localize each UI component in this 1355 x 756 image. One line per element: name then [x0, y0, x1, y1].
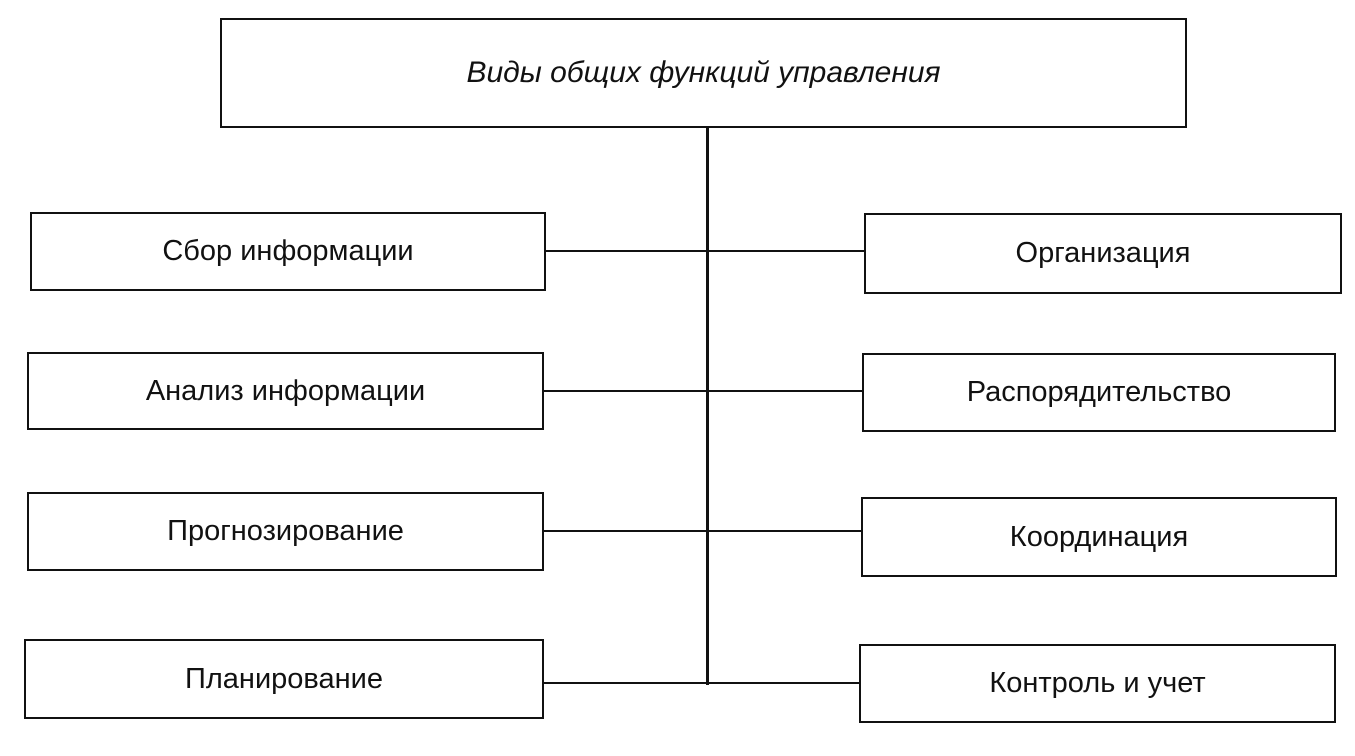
node-left-4-label: Планирование: [185, 662, 383, 695]
node-left-2: Анализ информации: [27, 352, 544, 430]
node-right-3: Координация: [861, 497, 1337, 577]
connector-right-3: [707, 530, 862, 532]
trunk-line-vertical: [706, 128, 709, 685]
node-right-2: Распорядительство: [862, 353, 1336, 432]
node-right-2-label: Распорядительство: [966, 376, 1232, 408]
node-right-3-label: Координация: [1009, 520, 1189, 553]
connector-right-1: [707, 250, 865, 252]
connector-left-1: [545, 250, 707, 252]
node-left-3: Прогнозирование: [27, 492, 544, 571]
node-right-4-label: Контроль и учет: [989, 667, 1206, 699]
root-node-label: Виды общих функций управления: [466, 56, 941, 89]
connector-left-3: [543, 530, 707, 532]
connector-left-2: [543, 390, 707, 392]
root-node: Виды общих функций управления: [220, 18, 1187, 128]
node-left-1-label: Сбор информации: [162, 235, 414, 267]
node-right-1-label: Организация: [1015, 237, 1191, 269]
node-left-4: Планирование: [24, 639, 544, 719]
node-right-4: Контроль и учет: [859, 644, 1336, 723]
node-left-2-label: Анализ информации: [145, 374, 426, 407]
connector-left-4: [543, 682, 707, 684]
connector-right-4: [707, 682, 861, 684]
node-left-3-label: Прогнозирование: [167, 515, 404, 547]
connector-right-2: [707, 390, 863, 392]
node-left-1: Сбор информации: [30, 212, 546, 291]
node-right-1: Организация: [864, 213, 1342, 294]
